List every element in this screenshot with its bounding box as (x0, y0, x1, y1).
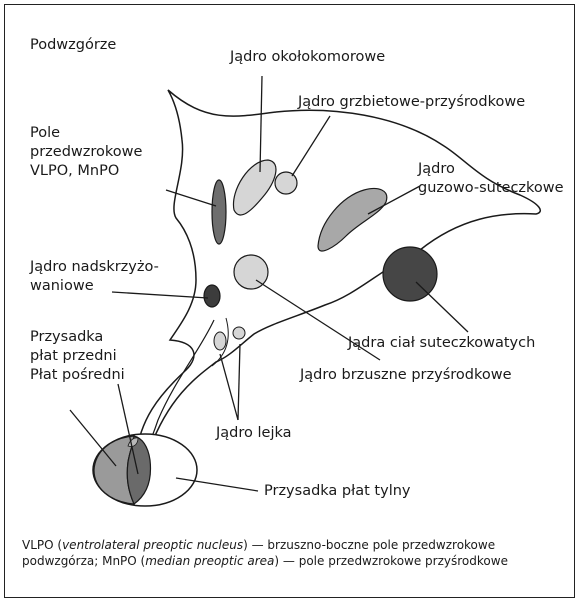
dorsomedial-nucleus (275, 172, 297, 194)
label-tuberomammillary-line1: Jądro (418, 160, 455, 179)
label-tuberomammillary-line2: guzowo-suteczkowe (418, 179, 564, 198)
label-pituitary-intermediate: Płat pośredni (30, 366, 125, 385)
label-preoptic-line3: VLPO, MnPO (30, 162, 119, 181)
label-dorsomedial: Jądro grzbietowe-przyśrodkowe (298, 93, 525, 112)
arcuate-nucleus-right (233, 327, 245, 339)
label-preoptic-line2: przedwzrokowe (30, 143, 142, 162)
arcuate-nucleus-left (214, 332, 226, 350)
label-pituitary-anterior-line2: płat przedni (30, 347, 117, 366)
label-suprachiasmatic-line2: waniowe (30, 277, 94, 296)
label-ventromedial: Jądro brzuszne przyśrodkowe (300, 366, 512, 385)
caption-mnpo-desc: ) — pole przedwzrokowe przyśrodkowe (274, 554, 508, 568)
label-suprachiasmatic-line1: Jądro nadskrzyżo- (30, 258, 159, 277)
leader-arcuate-1 (220, 354, 238, 420)
caption-vlpo-latin: ventrolateral preoptic nucleus (62, 538, 243, 552)
title-label: Podwzgórze (30, 36, 116, 55)
leader-anterior-lobe (70, 410, 116, 466)
caption-vlpo-abbr: VLPO ( (22, 538, 62, 552)
hypothalamus-outline (136, 90, 540, 456)
label-paraventricular: Jądro okołokomorowe (230, 48, 385, 67)
leader-mammillary (416, 282, 468, 332)
caption-mnpo-latin: median preoptic area (145, 554, 274, 568)
label-pituitary-posterior: Przysadka płat tylny (264, 482, 411, 501)
label-mammillary-bodies: Jądra ciał suteczkowatych (348, 334, 535, 353)
leader-arcuate-2 (238, 344, 240, 420)
suprachiasmatic-nucleus (204, 285, 220, 307)
label-pituitary-anterior-line1: Przysadka (30, 328, 103, 347)
label-arcuate: Jądro lejka (216, 424, 292, 443)
preoptic-area (212, 180, 226, 244)
mammillary-bodies (383, 247, 437, 301)
figure-caption: VLPO (ventrolateral preoptic nucleus ) — … (22, 537, 572, 569)
label-preoptic-line1: Pole (30, 124, 60, 143)
